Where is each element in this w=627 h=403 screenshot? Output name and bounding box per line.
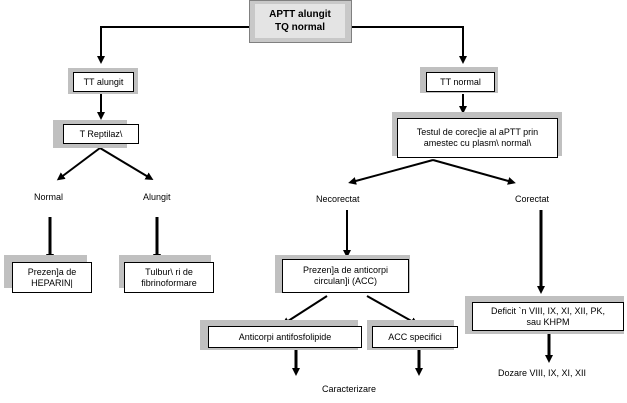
reptilaz-label: T Reptilaz\ xyxy=(79,128,123,139)
acc-box: Prezen]a de anticorpi circulan]i (ACC) xyxy=(282,259,409,293)
fibrin-box: Tulbur\ ri de fibrinoformare xyxy=(124,262,214,293)
tt-normal-label: TT normal xyxy=(440,76,481,87)
deficit-line1: Deficit `n VIII, IX, XI, XII, PK, xyxy=(490,305,606,316)
heparin-line1: Prezen]a de xyxy=(27,266,77,277)
deficit-box: Deficit `n VIII, IX, XI, XII, PK, sau KH… xyxy=(472,302,624,331)
deficit-line2: sau KHPM xyxy=(526,316,570,327)
root-node: APTT alungit TQ normal xyxy=(255,4,345,38)
test-line2: amestec cu plasm\ normal\ xyxy=(423,138,532,148)
acc-line2: circulan]i (ACC) xyxy=(313,276,377,286)
acc-specifici-box: ACC specifici xyxy=(372,326,458,348)
fibrin-line2: fibrinoformare xyxy=(141,277,197,288)
heparin-box: Prezen]a de HEPARIN| xyxy=(12,262,92,293)
test-line1: Testul de corec]ie al aPTT prin xyxy=(416,127,539,137)
fibrin-line1: Tulbur\ ri de xyxy=(145,266,193,277)
tt-normal-box: TT normal xyxy=(426,72,495,92)
root-line1: APTT alungit xyxy=(269,9,331,20)
caracterizare-label: Caracterizare xyxy=(322,384,377,394)
antifosfolipide-box: Anticorpi antifosfolipide xyxy=(208,326,362,348)
root-line2: TQ normal xyxy=(274,22,325,33)
normal-label: Normal xyxy=(34,192,64,202)
corectat-label: Corectat xyxy=(515,194,550,204)
test-box: Testul de corec]ie al aPTT prin amestec … xyxy=(397,118,558,158)
alungit-label: Alungit xyxy=(143,192,171,202)
necorectat-label: Necorectat xyxy=(316,194,360,204)
acc-line1: Prezen]a de anticorpi xyxy=(302,265,389,275)
antifosfolipide-label: Anticorpi antifosfolipide xyxy=(238,331,332,342)
dozare-label: Dozare VIII, IX, XI, XII xyxy=(498,368,587,378)
tt-alungit-label: TT alungit xyxy=(83,76,124,87)
reptilaz-box: T Reptilaz\ xyxy=(63,124,139,144)
tt-alungit-box: TT alungit xyxy=(73,72,134,92)
acc-specifici-label: ACC specifici xyxy=(388,331,442,342)
heparin-line2: HEPARIN| xyxy=(31,277,73,288)
